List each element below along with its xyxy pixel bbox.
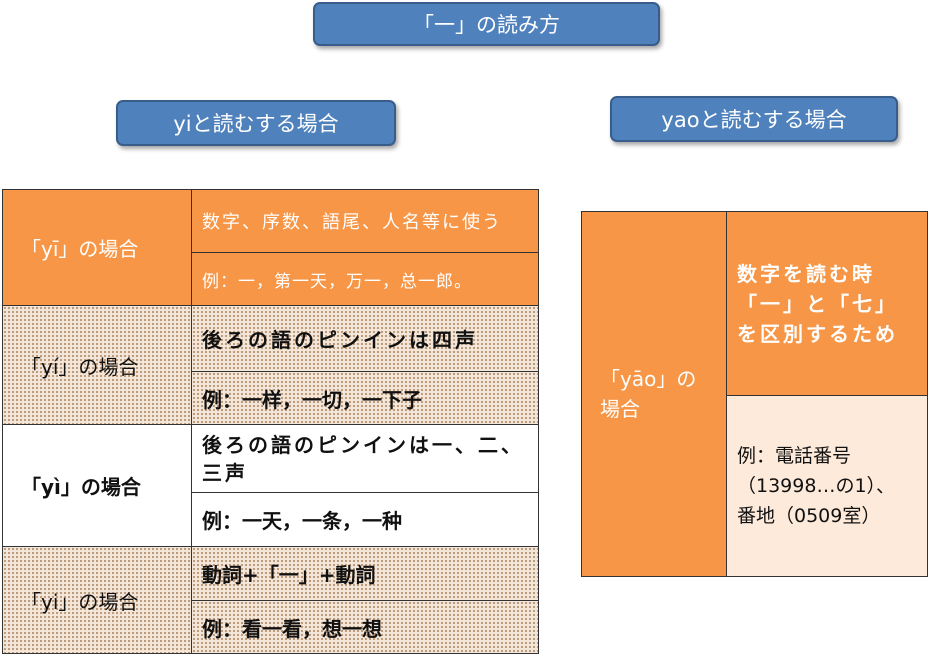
yao-label-line-2: 場合 <box>600 397 640 421</box>
diagram-title: 「一」の読み方 <box>313 2 660 46</box>
yao-example-line-3: 番地（0509室） <box>737 505 881 527</box>
yi-row-1-rule: 数字、序数、語尾、人名等に使う <box>192 190 539 253</box>
yao-label: 「yāo」の 場合 <box>582 212 727 577</box>
yi-row-1-example: 例：一，第一天，万一，总一郎。 <box>192 253 539 306</box>
yao-example-line-2: （13998…の1）、 <box>737 475 896 497</box>
yi-row-2-rule-text: 後ろの語のピンインは四声 <box>202 328 478 352</box>
yao-rule: 数字を読む時 「一」と「七」 を区別するため <box>727 212 928 396</box>
yi-row-4-example: 例：看一看，想一想 <box>192 601 539 654</box>
yao-example: 例：電話番号 （13998…の1）、 番地（0509室） <box>727 396 928 577</box>
yi-row-2-label-text: 「yí」の場合 <box>21 354 139 379</box>
yao-example-line-1: 例：電話番号 <box>737 445 852 467</box>
yi-row-3-label: 「yì」の場合 <box>3 425 192 547</box>
yao-rule-line-3: を区別するため <box>737 321 898 346</box>
yi-row-2-example: 例：一样，一切，一下子 <box>192 372 539 425</box>
yi-table: 「yī」の場合 数字、序数、語尾、人名等に使う 例：一，第一天，万一，总一郎。 … <box>2 189 539 654</box>
yi-section-header: yiと読むする場合 <box>116 100 396 146</box>
yi-row-4-rule: 動詞+「一」+動詞 <box>192 547 539 601</box>
yi-row-1-label: 「yī」の場合 <box>3 190 192 306</box>
yi-row-3-label-text: 「yì」の場合 <box>21 475 141 499</box>
yi-section-header-text: yiと読むする場合 <box>173 112 339 136</box>
yao-section-header-text: yaoと読むする場合 <box>661 108 847 132</box>
yi-row-3-example: 例：一天，一条，一种 <box>192 493 539 547</box>
yi-row-1-label-text: 「yī」の場合 <box>21 237 139 261</box>
yao-rule-line-2: 「一」と「七」 <box>737 291 898 316</box>
yi-row-2-label: 「yí」の場合 <box>3 306 192 425</box>
yi-row-4-rule-text: 動詞+「一」+動詞 <box>202 563 376 587</box>
yi-row-3-example-text: 例：一天，一条，一种 <box>202 509 402 533</box>
yao-section-header: yaoと読むする場合 <box>610 96 898 142</box>
yi-row-2-rule: 後ろの語のピンインは四声 <box>192 306 539 372</box>
yi-row-1-example-text: 例：一，第一天，万一，总一郎。 <box>202 271 472 292</box>
yao-table: 「yāo」の 場合 数字を読む時 「一」と「七」 を区別するため 例：電話番号 … <box>581 211 928 577</box>
yi-row-4-label-text: 「yi」の場合 <box>21 589 139 614</box>
yi-row-4-label: 「yi」の場合 <box>3 547 192 654</box>
yao-rule-line-1: 数字を読む時 <box>737 261 875 286</box>
yi-row-3-rule: 後ろの語のピンインは一、二、三声 <box>192 425 539 493</box>
yi-row-1-rule-text: 数字、序数、語尾、人名等に使う <box>202 212 502 233</box>
diagram-title-text: 「一」の読み方 <box>413 13 560 37</box>
yao-label-line-1: 「yāo」の <box>600 367 697 391</box>
yi-row-2-example-text: 例：一样，一切，一下子 <box>202 387 422 412</box>
yi-row-4-example-text: 例：看一看，想一想 <box>202 616 382 641</box>
yi-row-3-rule-text: 後ろの語のピンインは一、二、三声 <box>202 432 524 485</box>
